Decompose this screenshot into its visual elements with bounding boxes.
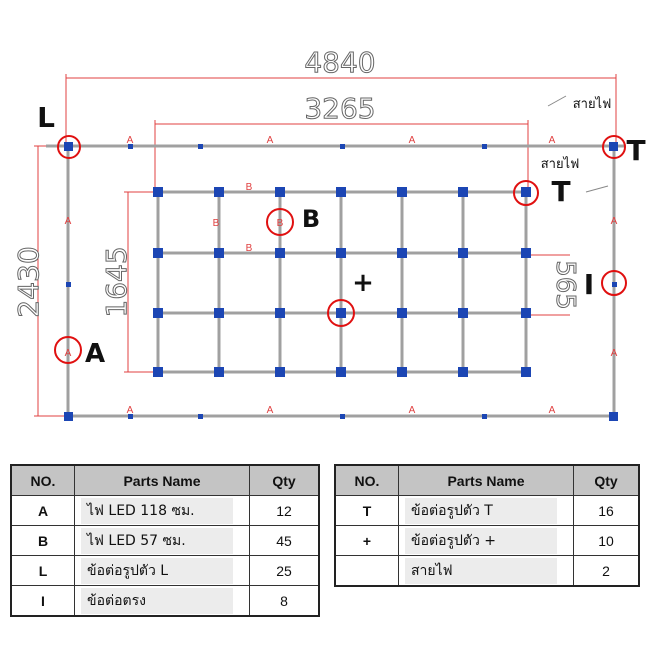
table-row: สายไฟ 2 [334, 555, 640, 587]
cell-no: I [10, 585, 75, 617]
wire-label-outer: สายไฟ [573, 96, 612, 112]
seg-a-2: A [267, 135, 274, 146]
seg-b-3: B [213, 218, 220, 229]
callout-A: A [85, 339, 105, 369]
part-name: ไฟ LED 118 ซม. [81, 497, 233, 524]
col-header-qty: Qty [573, 464, 640, 496]
frame-joints [64, 142, 618, 421]
seg-a-7: A [409, 405, 416, 416]
dim-outer-width: 4840 [304, 46, 375, 79]
seg-a-4: A [549, 135, 556, 146]
dim-outer-height: 2430 [12, 246, 45, 317]
col-header-name: Parts Name [74, 464, 250, 496]
parts-table-left: NO. Parts Name Qty A ไฟ LED 118 ซม. 12 B… [10, 464, 320, 617]
part-name: ไฟ LED 57 ซม. [81, 527, 233, 554]
seg-a-12: A [611, 348, 618, 359]
callout-B: B [302, 205, 320, 233]
table-row: I ข้อต่อตรง 8 [10, 585, 320, 617]
part-name: สายไฟ [405, 557, 557, 584]
cell-name: ข้อต่อรูปตัว + [398, 525, 574, 556]
seg-a-9: A [65, 216, 72, 227]
cell-qty: 16 [573, 495, 640, 526]
part-name: ข้อต่อรูปตัว T [405, 497, 557, 524]
cell-qty: 12 [249, 495, 320, 526]
seg-a-3: A [409, 135, 416, 146]
cell-name: ไฟ LED 57 ซม. [74, 525, 250, 556]
outer-frame [46, 144, 626, 418]
cell-qty: 10 [573, 525, 640, 556]
cell-name: ข้อต่อรูปตัว L [74, 555, 250, 586]
table-header-row: NO. Parts Name Qty [334, 464, 640, 496]
cell-no: A [10, 495, 75, 526]
seg-b-4: B [277, 218, 284, 229]
dim-inner-width: 3265 [304, 92, 375, 125]
wire-label-inner: สายไฟ [541, 156, 580, 172]
seg-a-8: A [549, 405, 556, 416]
cell-no: B [10, 525, 75, 556]
cell-no: L [10, 555, 75, 586]
cell-qty: 25 [249, 555, 320, 586]
seg-a-1: A [127, 135, 134, 146]
cell-qty: 8 [249, 585, 320, 617]
seg-a-6: A [267, 405, 274, 416]
part-name: ข้อต่อรูปตัว L [81, 557, 233, 584]
dimension-lines [34, 74, 617, 417]
seg-b-2: B [246, 243, 253, 254]
segment-labels-a: A A A A A A A A A A A A [65, 135, 618, 416]
cell-qty: 2 [573, 555, 640, 587]
part-name: ข้อต่อตรง [81, 587, 233, 614]
seg-a-5: A [127, 405, 134, 416]
callout-I: I [584, 268, 594, 301]
cell-no [334, 555, 399, 587]
callout-L: L [37, 101, 55, 134]
frame-diagram: 4840 3265 2430 1645 565 [12, 46, 646, 421]
col-header-no: NO. [334, 464, 399, 496]
segment-labels-b: B B B B [213, 182, 284, 254]
cell-name: ข้อต่อรูปตัว T [398, 495, 574, 526]
callout-T-outer: T [626, 134, 645, 167]
cell-qty: 45 [249, 525, 320, 556]
cell-name: ข้อต่อตรง [74, 585, 250, 617]
table-row: B ไฟ LED 57 ซม. 45 [10, 525, 320, 556]
dim-inner-height: 1645 [100, 246, 133, 317]
table-row: T ข้อต่อรูปตัว T 16 [334, 495, 640, 526]
col-header-no: NO. [10, 464, 75, 496]
cell-no: + [334, 525, 399, 556]
callout-plus: + [352, 268, 374, 298]
part-name: ข้อต่อรูปตัว + [405, 527, 557, 554]
cell-no: T [334, 495, 399, 526]
dim-side-gap: 565 [550, 260, 580, 310]
table-row: A ไฟ LED 118 ซม. 12 [10, 495, 320, 526]
table-header-row: NO. Parts Name Qty [10, 464, 320, 496]
callouts: L T สายไฟ T สายไฟ B + I A [37, 95, 646, 369]
table-row: L ข้อต่อรูปตัว L 25 [10, 555, 320, 586]
seg-b-1: B [246, 182, 253, 193]
seg-a-10: A [65, 348, 72, 359]
col-header-qty: Qty [249, 464, 320, 496]
cell-name: สายไฟ [398, 555, 574, 587]
callout-T-inner: T [551, 175, 570, 208]
seg-a-11: A [611, 216, 618, 227]
col-header-name: Parts Name [398, 464, 574, 496]
parts-table-right: NO. Parts Name Qty T ข้อต่อรูปตัว T 16 +… [334, 464, 640, 587]
cell-name: ไฟ LED 118 ซม. [74, 495, 250, 526]
table-row: + ข้อต่อรูปตัว + 10 [334, 525, 640, 556]
